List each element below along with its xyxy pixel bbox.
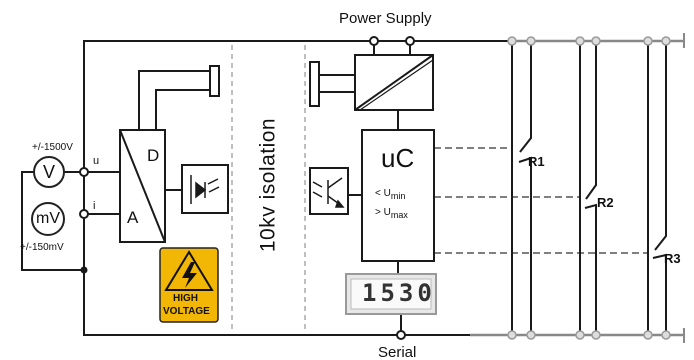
relay-r2-contacts (579, 41, 597, 335)
relay-r3-contacts (647, 41, 667, 335)
isolation-label: 10kv isolation (256, 117, 280, 253)
serial-label: Serial (378, 344, 417, 360)
segment-display (345, 273, 437, 315)
voltage-range-label: +/-1500V (32, 142, 73, 153)
left-flange (209, 65, 220, 97)
millivolt-range-label: +/-150mV (20, 242, 64, 253)
adc-box (119, 129, 166, 243)
millivoltmeter-icon: mV (31, 202, 65, 236)
dcdc-converter (309, 54, 434, 111)
microcontroller-box (361, 129, 435, 262)
optocoupler-receiver (309, 167, 349, 215)
relay-r2-label: R2 (597, 195, 614, 210)
high-voltage-sign (159, 247, 219, 323)
enclosure-frame (83, 40, 520, 336)
warning-line1: HIGH (173, 293, 198, 304)
power-supply-label: Power Supply (339, 10, 432, 27)
terminals (79, 36, 415, 340)
relay-r1-label: R1 (528, 154, 545, 169)
voltmeter-icon: V (33, 156, 65, 188)
controller-max-threshold: > Umax (375, 207, 408, 220)
input-i-label: i (93, 200, 96, 212)
adc-analog-label: A (127, 208, 139, 227)
relay-r3-label: R3 (664, 251, 681, 266)
input-u-label: u (93, 155, 100, 167)
millivoltmeter-label: mV (36, 210, 60, 227)
relay-r1-contacts (511, 41, 532, 335)
controller-min-threshold: < Umin (375, 188, 406, 201)
display-readout: 1530 (362, 279, 436, 307)
warning-line2: VOLTAGE (163, 306, 210, 317)
optocoupler-emitter (181, 164, 229, 214)
controller-name: uC (381, 143, 415, 173)
relay-terminals (507, 36, 671, 340)
voltmeter-label: V (42, 161, 55, 182)
adc-digital-label: D (147, 146, 160, 165)
